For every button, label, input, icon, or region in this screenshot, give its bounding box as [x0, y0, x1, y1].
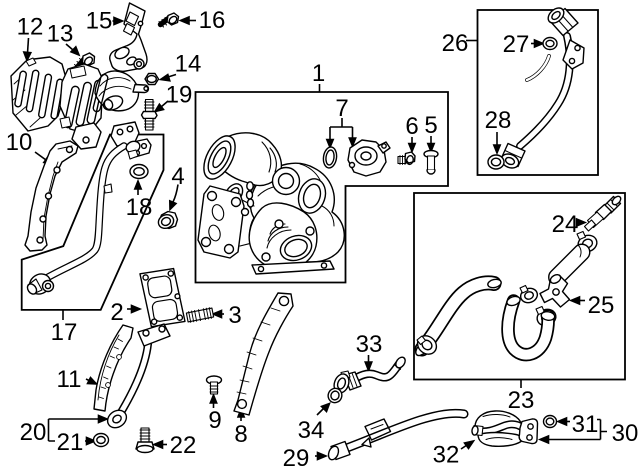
svg-text:17: 17 — [51, 319, 78, 346]
svg-text:6: 6 — [405, 113, 418, 140]
svg-text:32: 32 — [433, 442, 460, 469]
svg-text:23: 23 — [508, 387, 535, 414]
svg-text:14: 14 — [175, 51, 202, 78]
svg-text:33: 33 — [356, 331, 383, 358]
svg-text:4: 4 — [171, 163, 184, 190]
svg-text:10: 10 — [6, 129, 33, 156]
svg-text:22: 22 — [170, 432, 197, 459]
svg-text:5: 5 — [424, 112, 437, 139]
svg-text:16: 16 — [199, 7, 226, 34]
svg-text:18: 18 — [126, 194, 153, 221]
svg-text:34: 34 — [298, 417, 325, 444]
svg-text:1: 1 — [312, 60, 325, 87]
svg-text:27: 27 — [503, 31, 530, 58]
svg-text:24: 24 — [552, 211, 579, 238]
svg-text:9: 9 — [208, 407, 221, 434]
svg-text:30: 30 — [612, 420, 639, 447]
svg-text:28: 28 — [485, 107, 512, 134]
svg-text:11: 11 — [57, 366, 82, 393]
svg-text:26: 26 — [442, 30, 469, 57]
svg-text:31: 31 — [572, 411, 599, 438]
svg-text:20: 20 — [20, 419, 47, 446]
svg-text:29: 29 — [283, 445, 310, 471]
svg-text:8: 8 — [234, 421, 247, 448]
svg-text:12: 12 — [17, 14, 44, 41]
svg-text:15: 15 — [86, 8, 113, 35]
svg-text:7: 7 — [335, 95, 348, 122]
svg-text:21: 21 — [57, 429, 84, 456]
svg-text:19: 19 — [166, 82, 193, 109]
svg-text:13: 13 — [47, 21, 74, 48]
svg-text:3: 3 — [228, 302, 241, 329]
svg-text:2: 2 — [110, 299, 123, 326]
svg-text:25: 25 — [588, 292, 615, 319]
